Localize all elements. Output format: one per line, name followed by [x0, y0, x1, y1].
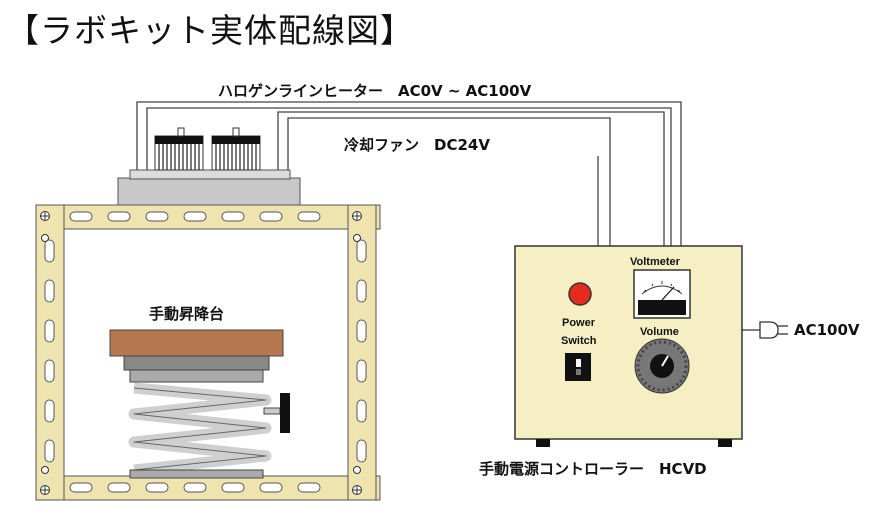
- frame-bottom-bar: [35, 475, 381, 501]
- lift-upper-block: [123, 355, 270, 371]
- lift-base-plate: [129, 469, 264, 479]
- heater-wire-1: [136, 101, 682, 246]
- heater-assembly: [117, 127, 301, 206]
- wires: [136, 101, 682, 246]
- diagram-title: 【ラボキット実体配線図】: [6, 11, 414, 50]
- controller-body: [514, 245, 743, 440]
- controller-foot-left: [536, 439, 550, 447]
- fan-wire-1: [277, 111, 665, 246]
- lift-screw-shaft: [263, 407, 281, 415]
- controller-foot-right: [718, 439, 732, 447]
- cooling-fan-left: [154, 135, 204, 171]
- power-switch-label-2: Switch: [561, 335, 597, 347]
- ac-input-label: AC100V: [794, 321, 860, 339]
- heater-wire-2: [146, 107, 672, 246]
- voltmeter-needle: [661, 286, 675, 301]
- power-switch-label-1: Power: [562, 317, 596, 329]
- volume-label: Volume: [640, 326, 679, 338]
- controller-box: [514, 245, 743, 447]
- power-lamp: [568, 282, 592, 306]
- cooling-fan-right: [211, 135, 261, 171]
- lift-upper-block-2: [129, 369, 264, 383]
- controller-label: 手動電源コントローラー HCVD: [479, 460, 707, 478]
- fan-wire-2: [287, 117, 611, 246]
- lab-frame: [35, 204, 381, 501]
- lift-top-plate: [109, 329, 284, 357]
- manual-lift-stand: [109, 329, 290, 479]
- heater-label: ハロゲンラインヒーター AC0V ~ AC100V: [218, 82, 532, 100]
- heater-housing: [117, 177, 301, 206]
- voltmeter-label: Voltmeter: [630, 256, 680, 268]
- ac-plug: [742, 321, 788, 339]
- heater-base-plate: [129, 169, 291, 180]
- lift-screw-knob: [280, 393, 290, 433]
- fan-label: 冷却ファン DC24V: [344, 136, 490, 154]
- lift-scissor-dark: [133, 387, 267, 471]
- lift-label: 手動昇降台: [149, 305, 225, 323]
